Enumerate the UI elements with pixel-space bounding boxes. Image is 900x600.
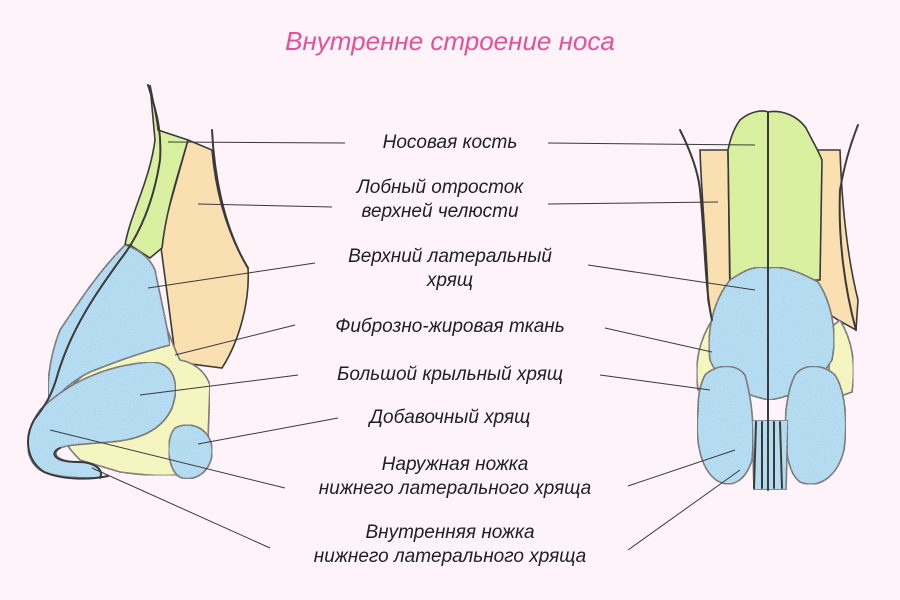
label-medial-crus: Внутренняя ножка нижнего латерального хр… [270, 521, 630, 569]
leader-major-alar-right [599, 374, 711, 391]
leader-fibrofatty-right [604, 327, 713, 353]
leader-fibrofatty-left [174, 324, 296, 356]
label-accessory-text: Добавочный хрящ [369, 407, 531, 428]
leader-nasal-bone-right [547, 142, 756, 146]
frontal-outline-left [679, 129, 713, 321]
label-nasal-bone: Носовая кость [350, 131, 550, 155]
frontal-nasal-bone [727, 110, 823, 281]
label-lateral-crus-line2: нижнего латерального хряща [318, 478, 592, 499]
label-medial-crus-line2: нижнего латерального хряща [313, 546, 587, 567]
leader-medial-crus-right [627, 469, 741, 551]
frontal-major-alar-cartilage [696, 365, 847, 485]
leader-nasal-bone-left [167, 141, 346, 144]
label-frontal-process: Лобный отросток верхней челюсти [335, 176, 545, 224]
lateral-view [26, 84, 250, 480]
label-major-alar-text: Большой крыльный хрящ [336, 364, 564, 385]
lateral-dorsum-line [27, 84, 162, 480]
label-lateral-crus-line1: Наружная ножка [381, 454, 529, 475]
leader-lines [49, 141, 756, 551]
label-lateral-crus: Наружная ножка нижнего латерального хрящ… [280, 453, 630, 501]
label-fibrofatty-text: Фиброзно-жировая ткань [335, 316, 565, 337]
leader-frontal-process-left [197, 203, 333, 208]
label-upper-lateral-cartilage: Верхний латеральный хрящ [315, 245, 585, 293]
frontal-columella-lines [753, 421, 783, 489]
leader-lateral-crus-left [49, 429, 286, 489]
label-accessory-cartilage: Добавочный хрящ [335, 406, 565, 430]
lateral-accessory-cartilage [167, 424, 213, 480]
lateral-upper-lateral-cartilage [47, 244, 171, 413]
label-frontal-process-line1: Лобный отросток [356, 177, 524, 198]
leader-accessory [197, 417, 339, 445]
diagram-title: Внутренне строение носа [285, 26, 615, 56]
label-upper-lateral-line1: Верхний латеральный [348, 246, 552, 267]
label-fibrofatty-tissue: Фиброзно-жировая ткань [290, 315, 610, 339]
label-nasal-bone-text: Носовая кость [382, 132, 518, 153]
leader-upper-lateral-left [147, 262, 316, 289]
label-frontal-process-line2: верхней челюсти [361, 201, 519, 222]
label-upper-lateral-line2: хрящ [426, 270, 474, 291]
label-major-alar-cartilage: Большой крыльный хрящ [290, 363, 610, 387]
leader-major-alar-left [139, 374, 299, 396]
leader-upper-lateral-right [587, 264, 756, 291]
frontal-outline-right [838, 124, 859, 331]
leader-frontal-process-right [547, 201, 719, 205]
frontal-view [679, 110, 859, 491]
leader-medial-crus-left [91, 467, 271, 549]
label-medial-crus-line1: Внутренняя ножка [365, 522, 535, 543]
leader-lateral-crus-right [627, 449, 736, 487]
lateral-maxilla-line [211, 129, 249, 269]
